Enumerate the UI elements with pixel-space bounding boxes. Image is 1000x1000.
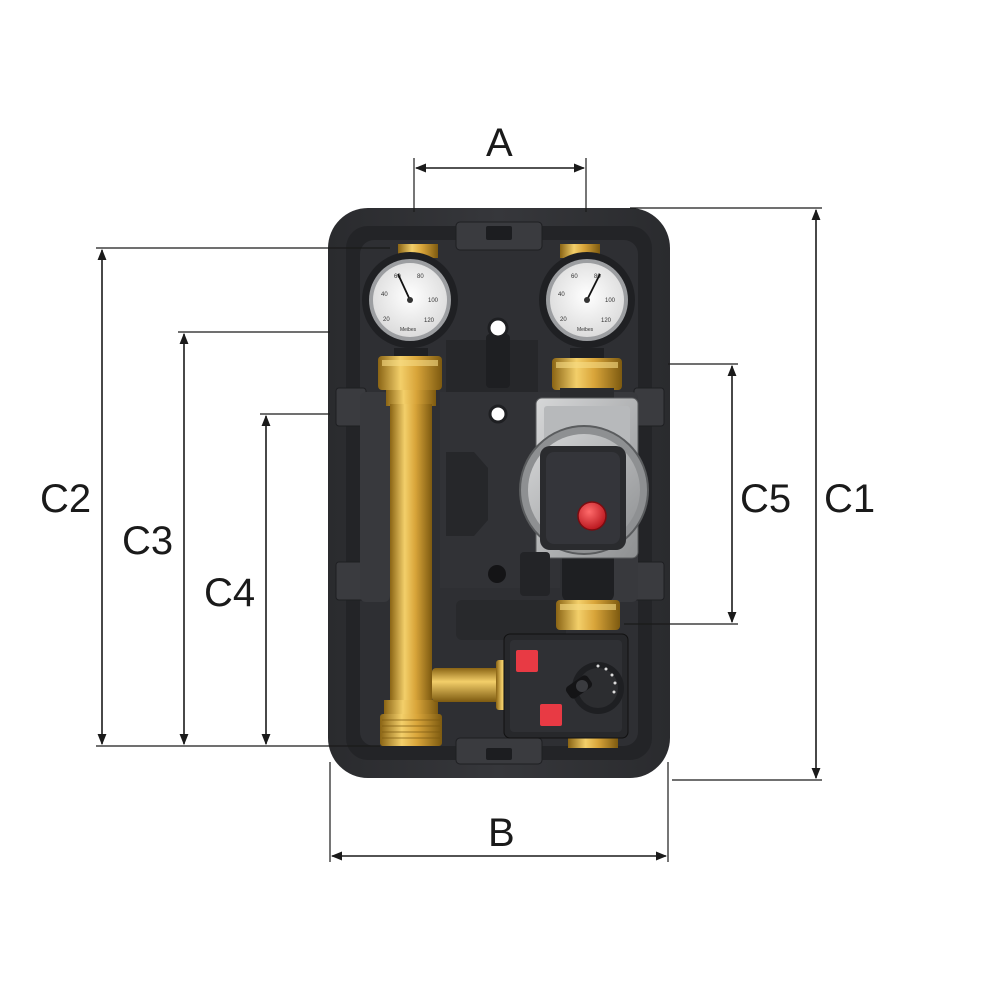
right-gauge-tick-40: 40 [558,292,565,298]
left-thermometer-gauge: 20 40 60 80 100 120 Meibes [362,244,458,362]
mixing-valve-actuator [503,633,629,739]
right-upper-fitting [552,358,622,398]
left-gauge-tick-20: 20 [383,317,390,323]
left-return-pipe [378,356,514,746]
right-gauge-tick-120: 120 [601,318,612,324]
pump-control-knob[interactable] [577,501,607,531]
actuator-indicator-top [516,650,538,672]
side-clip-right-lower [633,561,665,601]
left-gauge-tick-60: 60 [394,274,401,280]
right-gauge-tick-60: 60 [571,274,578,280]
dimension-label-b: B [488,811,515,855]
left-gauge-tick-120: 120 [424,318,435,324]
right-gauge-tick-100: 100 [605,298,616,304]
left-gauge-brand: Meibes [400,327,417,333]
left-gauge-tick-40: 40 [381,292,388,298]
dimension-label-c5: C5 [740,477,791,521]
right-gauge-needle [586,273,601,301]
left-gauge-tick-80: 80 [417,274,424,280]
dimension-label-c3: C3 [122,519,173,563]
right-gauge-tick-20: 20 [560,317,567,323]
dimension-label-c1: C1 [824,477,875,521]
circulation-pump [519,397,649,602]
dimension-label-c2: C2 [40,477,91,521]
left-gauge-needle [397,273,411,301]
actuator-indicator-bottom [540,704,562,726]
dimension-labels: A B C1 C2 C3 C4 C5 [40,121,875,855]
right-gauge-brand: Meibes [577,327,594,333]
right-lower-fitting [556,600,620,748]
dimension-label-c4: C4 [204,571,255,615]
dimension-label-a: A [486,121,513,165]
dimension-lines [96,158,822,862]
left-gauge-tick-100: 100 [428,298,439,304]
